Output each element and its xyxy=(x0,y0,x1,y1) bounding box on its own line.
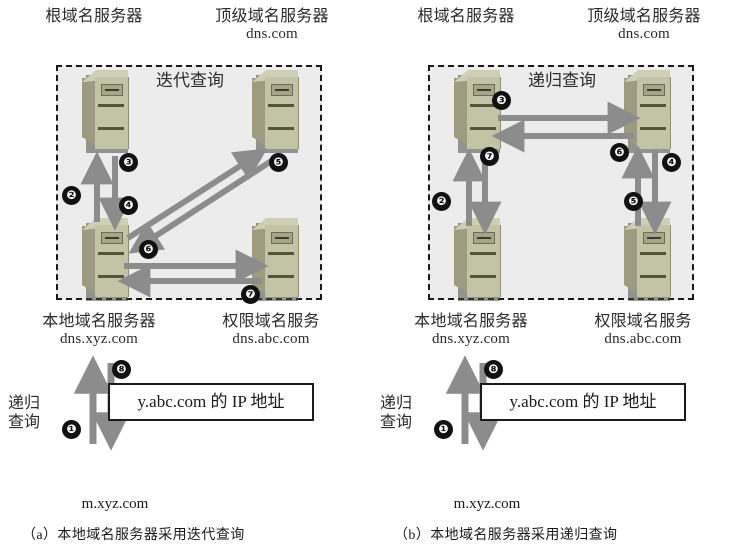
step-badge-1-a: ❶ xyxy=(62,420,81,439)
label-recursive-query-line1-a: 递归 xyxy=(8,395,41,412)
caption-a: （a）本地域名服务器采用迭代查询 xyxy=(22,528,245,543)
label-root-server-name-a: 根域名服务器 xyxy=(45,8,143,25)
label-root-server-name-b: 根域名服务器 xyxy=(417,8,515,25)
label-recursive-query-b: 递归 查询 xyxy=(380,395,436,432)
label-tld-server-a: 顶级域名服务器 dns.com xyxy=(184,8,360,43)
label-tld-server-b: 顶级域名服务器 dns.com xyxy=(556,8,732,43)
label-recursive-query-line2-b: 查询 xyxy=(380,413,413,431)
server-icon-authoritative-b xyxy=(624,218,671,301)
label-authoritative-server-a: 权限域名服务 dns.abc.com xyxy=(186,313,356,348)
computer-icon-host-a xyxy=(82,443,138,493)
step-badge-4-a: ❹ xyxy=(119,196,138,215)
label-local-server-name-b: 本地域名服务器 xyxy=(414,313,528,330)
label-host-a: m.xyz.com xyxy=(81,496,149,512)
label-authoritative-server-domain-b: dns.abc.com xyxy=(604,330,682,347)
query-mode-label-a: 迭代查询 xyxy=(156,71,224,90)
answer-ip-box-a: y.abc.com 的 IP 地址 xyxy=(108,383,314,421)
computer-icon-host-b xyxy=(454,443,510,493)
step-badge-3-b: ❸ xyxy=(492,91,511,110)
step-badge-5-b: ❺ xyxy=(624,192,643,211)
label-authoritative-server-b: 权限域名服务 dns.abc.com xyxy=(558,313,728,348)
step-badge-7-a: ❼ xyxy=(241,285,260,304)
step-badge-1-b: ❶ xyxy=(434,420,453,439)
step-badge-5-a: ❺ xyxy=(269,153,288,172)
label-authoritative-server-name-a: 权限域名服务 xyxy=(222,313,320,330)
server-icon-tld-a xyxy=(252,70,299,153)
server-icon-local-b xyxy=(454,218,501,301)
step-badge-7-b: ❼ xyxy=(480,147,499,166)
step-badge-6-b: ❻ xyxy=(610,143,629,162)
label-recursive-query-line1-b: 递归 xyxy=(380,395,413,412)
label-tld-server-name-a: 顶级域名服务器 xyxy=(215,8,329,25)
label-local-server-b: 本地域名服务器 dns.xyz.com xyxy=(386,313,556,348)
label-tld-server-domain-a: dns.com xyxy=(246,25,298,42)
label-host-b: m.xyz.com xyxy=(453,496,521,512)
panel-iterative-query: 迭代查询 根域名服务器 顶级域名服务器 dns.com 本地域名服务器 dns.… xyxy=(8,8,360,543)
query-mode-label-b: 递归查询 xyxy=(528,71,596,90)
label-tld-server-name-b: 顶级域名服务器 xyxy=(587,8,701,25)
step-badge-6-a: ❻ xyxy=(139,240,158,259)
step-badge-8-b: ❽ xyxy=(484,360,503,379)
label-local-server-domain-b: dns.xyz.com xyxy=(431,330,511,347)
label-local-server-a: 本地域名服务器 dns.xyz.com xyxy=(14,313,184,348)
label-authoritative-server-domain-a: dns.abc.com xyxy=(232,330,310,347)
label-local-server-domain-a: dns.xyz.com xyxy=(59,330,139,347)
panel-recursive-query: 递归查询 根域名服务器 顶级域名服务器 dns.com 本地域名服务器 dns.… xyxy=(372,0,744,558)
label-tld-server-domain-b: dns.com xyxy=(618,25,670,42)
label-local-server-name-a: 本地域名服务器 xyxy=(42,313,156,330)
answer-ip-box-b: y.abc.com 的 IP 地址 xyxy=(480,383,686,421)
step-badge-8-a: ❽ xyxy=(112,360,131,379)
label-recursive-query-a: 递归 查询 xyxy=(8,395,64,432)
server-icon-root-a xyxy=(82,70,129,153)
step-badge-3-a: ❸ xyxy=(119,153,138,172)
caption-b: （b）本地域名服务器采用递归查询 xyxy=(394,528,618,543)
step-badge-2-b: ❷ xyxy=(432,192,451,211)
server-icon-local-a xyxy=(82,218,129,301)
step-badge-4-b: ❹ xyxy=(662,153,681,172)
server-icon-authoritative-a xyxy=(252,218,299,301)
label-recursive-query-line2-a: 查询 xyxy=(8,413,41,431)
label-root-server-b: 根域名服务器 xyxy=(386,8,546,26)
label-authoritative-server-name-b: 权限域名服务 xyxy=(594,313,692,330)
label-root-server-a: 根域名服务器 xyxy=(14,8,174,26)
step-badge-2-a: ❷ xyxy=(62,186,81,205)
